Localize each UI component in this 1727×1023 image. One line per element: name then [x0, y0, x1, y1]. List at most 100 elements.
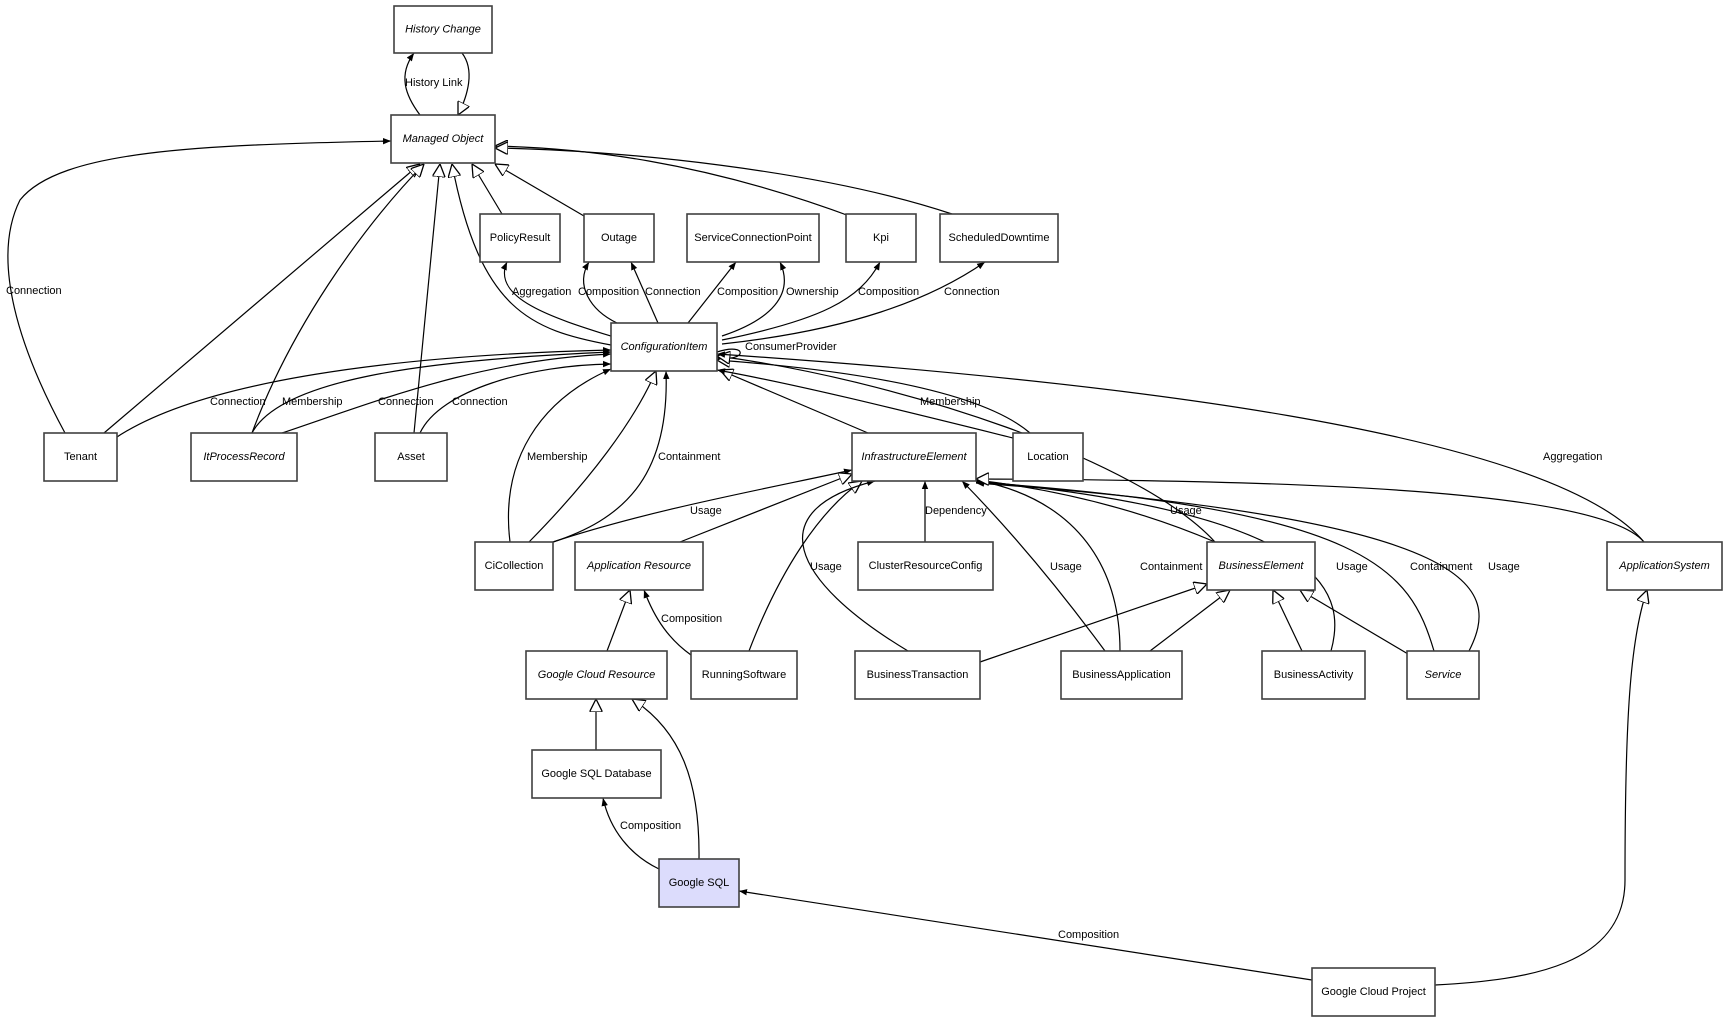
node-application-resource[interactable]: Application Resource	[574, 541, 704, 591]
node-label: Location	[1027, 451, 1069, 463]
node-business-activity[interactable]: BusinessActivity	[1261, 650, 1366, 700]
inheritance-edge-ci-collection-to-configuration-item	[528, 371, 656, 543]
node-business-application[interactable]: BusinessApplication	[1060, 650, 1183, 700]
node-ci-collection[interactable]: CiCollection	[474, 541, 554, 591]
association-edge-ci-collection-to-configuration-item	[507, 368, 612, 543]
node-asset[interactable]: Asset	[374, 432, 448, 482]
node-label: ApplicationSystem	[1618, 560, 1710, 572]
edge-path	[716, 351, 1645, 543]
node-label: ScheduledDowntime	[949, 232, 1050, 244]
edge-label: Containment	[1140, 561, 1202, 573]
edge-label: Usage	[1488, 561, 1520, 573]
node-label: ServiceConnectionPoint	[694, 232, 811, 244]
inheritance-edge-google-cloud-project-to-application-system	[1434, 590, 1647, 986]
node-box	[479, 213, 561, 263]
edge-path	[979, 584, 1207, 663]
edge-path	[643, 589, 692, 656]
association-edge-application-system-to-configuration-item	[716, 351, 1645, 543]
inheritance-edge-running-software-to-infrastructure-element	[748, 481, 862, 652]
inheritance-edge-infrastructure-element-to-configuration-item	[720, 370, 869, 434]
edge-path	[404, 52, 421, 116]
edge-path	[748, 481, 862, 652]
node-box	[610, 322, 718, 372]
node-cluster-resource-config[interactable]: ClusterResourceConfig	[857, 541, 994, 591]
inheritance-edge-application-system-to-infrastructure-element	[976, 479, 1645, 543]
association-edge-tenant-to-configuration-item	[113, 346, 612, 440]
node-label: Asset	[397, 451, 425, 463]
edge-label: ConsumerProvider	[745, 341, 837, 353]
edge-path	[413, 164, 440, 434]
edge-label: Membership	[282, 396, 343, 408]
edge-label: Aggregation	[512, 286, 571, 298]
association-edge-running-software-to-application-resource	[643, 589, 692, 656]
node-scheduled-downtime[interactable]: ScheduledDowntime	[939, 213, 1059, 263]
edge-label: Composition	[661, 613, 722, 625]
edge-path	[802, 479, 909, 652]
edge-path	[281, 351, 612, 434]
node-application-system[interactable]: ApplicationSystem	[1606, 541, 1723, 591]
edge-label: Connection	[210, 396, 266, 408]
node-infrastructure-element[interactable]: InfrastructureElement	[851, 432, 977, 482]
edge-path	[458, 52, 469, 115]
node-label: Managed Object	[403, 133, 485, 145]
edge-path	[975, 480, 1480, 652]
node-configuration-item[interactable]: ConfigurationItem	[610, 322, 718, 372]
edge-path	[679, 474, 852, 543]
node-policy-result[interactable]: PolicyResult	[479, 213, 561, 263]
inheritance-edge-google-cloud-resource-to-application-resource	[606, 590, 630, 652]
node-service[interactable]: Service	[1406, 650, 1480, 700]
edge-label: Composition	[620, 820, 681, 832]
edge-label: Connection	[6, 285, 62, 297]
association-edge-it-process-record-to-configuration-item	[281, 351, 612, 434]
edge-path	[495, 148, 953, 215]
node-business-transaction[interactable]: BusinessTransaction	[854, 650, 981, 700]
node-google-cloud-project[interactable]: Google Cloud Project	[1311, 967, 1436, 1017]
edge-path	[1434, 590, 1647, 986]
edge-path	[961, 480, 1106, 652]
edge-path	[632, 699, 700, 860]
node-box	[374, 432, 448, 482]
edge-path	[721, 261, 986, 345]
association-edge-configuration-item-to-outage	[582, 261, 618, 324]
inheritance-edge-business-activity-to-business-element	[1273, 590, 1303, 652]
node-label: BusinessActivity	[1274, 669, 1354, 681]
node-box	[531, 749, 662, 799]
edge-path	[721, 261, 787, 337]
node-running-software[interactable]: RunningSoftware	[690, 650, 798, 700]
node-location[interactable]: Location	[1012, 432, 1084, 482]
edge-path	[716, 368, 1014, 439]
node-kpi[interactable]: Kpi	[845, 213, 917, 263]
node-outage[interactable]: Outage	[583, 213, 655, 263]
association-edge-business-transaction-to-infrastructure-element	[802, 479, 909, 652]
edge-path	[452, 164, 612, 346]
inheritance-edge-kpi-to-managed-object	[495, 146, 856, 219]
node-tenant[interactable]: Tenant	[43, 432, 118, 482]
edge-path	[528, 371, 656, 543]
node-google-cloud-resource[interactable]: Google Cloud Resource	[525, 650, 668, 700]
edge-label: Composition	[717, 286, 778, 298]
edge-path	[606, 590, 630, 652]
node-box	[854, 650, 981, 700]
node-it-process-record[interactable]: ItProcessRecord	[190, 432, 298, 482]
edge-label: Composition	[858, 286, 919, 298]
edge-path	[720, 370, 869, 434]
node-box	[1012, 432, 1084, 482]
node-google-sql-database[interactable]: Google SQL Database	[531, 749, 662, 799]
edge-path	[251, 164, 424, 434]
edge-label: Connection	[452, 396, 508, 408]
association-edge-service-to-infrastructure-element	[975, 480, 1480, 652]
association-edge-business-application-to-infrastructure-element	[961, 480, 1106, 652]
edge-path	[738, 889, 1313, 981]
node-box	[939, 213, 1059, 263]
node-box	[690, 650, 798, 700]
edge-path	[717, 356, 1216, 543]
inheritance-edge-tenant-to-managed-object	[103, 164, 420, 434]
association-edge-business-application-to-infrastructure-element	[975, 478, 1121, 652]
node-google-sql[interactable]: Google SQL	[658, 858, 740, 908]
node-service-connection-point[interactable]: ServiceConnectionPoint	[686, 213, 820, 263]
node-managed-object[interactable]: Managed Object	[390, 114, 496, 164]
association-edge-location-to-configuration-item	[716, 368, 1014, 439]
node-history-change[interactable]: History Change	[393, 5, 493, 54]
node-business-element[interactable]: BusinessElement	[1206, 541, 1316, 591]
